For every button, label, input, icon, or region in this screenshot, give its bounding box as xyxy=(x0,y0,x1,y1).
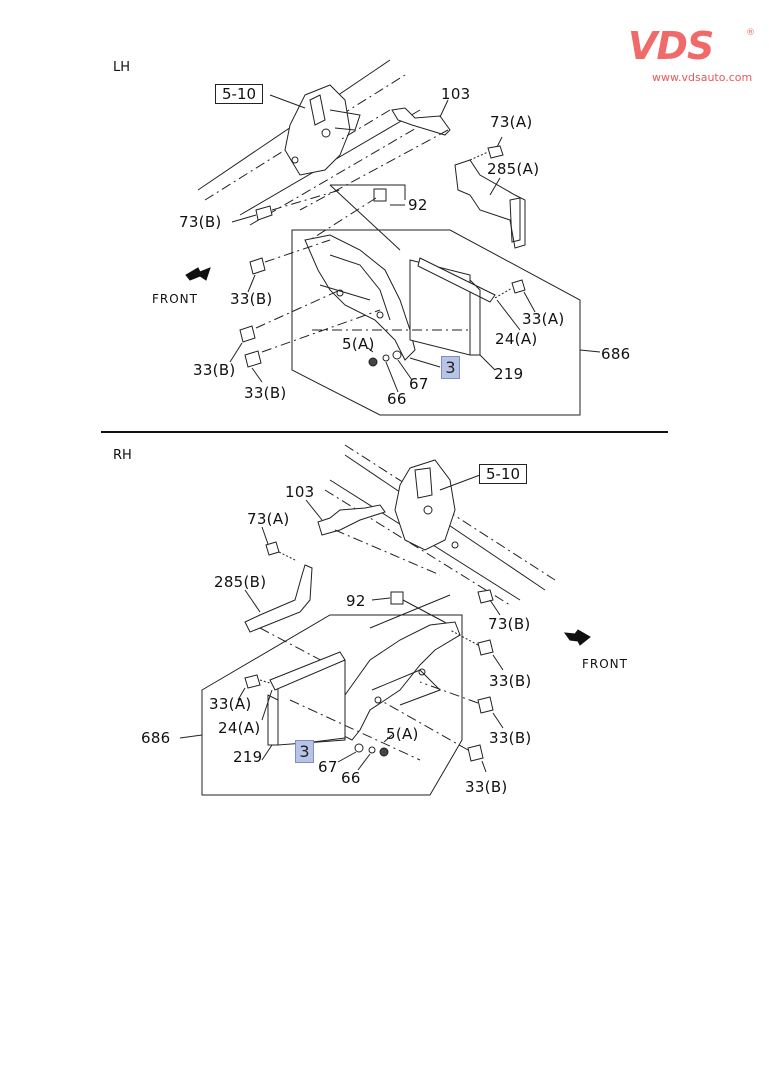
callout-24a[interactable]: 24(A) xyxy=(218,719,261,737)
callout-686[interactable]: 686 xyxy=(601,345,631,363)
callout-3-highlighted[interactable]: 3 xyxy=(295,740,314,763)
reference-box-5-10[interactable]: 5-10 xyxy=(215,84,264,104)
callout-5a[interactable]: 5(A) xyxy=(386,725,419,743)
callout-73a[interactable]: 73(A) xyxy=(247,510,290,528)
callout-3-highlighted[interactable]: 3 xyxy=(441,356,460,379)
callout-73a[interactable]: 73(A) xyxy=(490,113,533,131)
logo-text: VDS xyxy=(628,24,714,68)
logo-url: www.vdsauto.com xyxy=(652,71,753,84)
registered-mark: ® xyxy=(746,28,755,38)
rh-diagram-art xyxy=(179,444,591,796)
callout-92[interactable]: 92 xyxy=(408,196,428,214)
callout-219[interactable]: 219 xyxy=(494,365,524,383)
callout-73b[interactable]: 73(B) xyxy=(179,213,222,231)
callout-686[interactable]: 686 xyxy=(141,729,171,747)
callout-67[interactable]: 67 xyxy=(409,375,429,393)
front-direction-label: FRONT xyxy=(582,657,628,671)
callout-285b[interactable]: 285(B) xyxy=(214,573,267,591)
callout-5a[interactable]: 5(A) xyxy=(342,335,375,353)
vds-logo: VDS ® www.vdsauto.com xyxy=(628,26,758,88)
lh-diagram-art xyxy=(185,59,601,416)
callout-285a[interactable]: 285(A) xyxy=(487,160,540,178)
callout-33b[interactable]: 33(B) xyxy=(230,290,273,308)
callout-66[interactable]: 66 xyxy=(387,390,407,408)
reference-box-5-10[interactable]: 5-10 xyxy=(479,464,528,484)
section-divider xyxy=(101,431,668,433)
callout-219[interactable]: 219 xyxy=(233,748,263,766)
front-direction-label: FRONT xyxy=(152,292,198,306)
callout-103[interactable]: 103 xyxy=(285,483,315,501)
callout-33b[interactable]: 33(B) xyxy=(489,672,532,690)
callout-24a[interactable]: 24(A) xyxy=(495,330,538,348)
callout-92[interactable]: 92 xyxy=(346,592,366,610)
callout-73b[interactable]: 73(B) xyxy=(488,615,531,633)
section-title-rh: RH xyxy=(113,448,132,463)
callout-66[interactable]: 66 xyxy=(341,769,361,787)
callout-67[interactable]: 67 xyxy=(318,758,338,776)
callout-33b[interactable]: 33(B) xyxy=(193,361,236,379)
section-title-lh: LH xyxy=(113,60,131,75)
callout-33a[interactable]: 33(A) xyxy=(522,310,565,328)
callout-103[interactable]: 103 xyxy=(441,85,471,103)
callout-33b[interactable]: 33(B) xyxy=(465,778,508,796)
callout-33a[interactable]: 33(A) xyxy=(209,695,252,713)
callout-33b[interactable]: 33(B) xyxy=(489,729,532,747)
callout-33b[interactable]: 33(B) xyxy=(244,384,287,402)
